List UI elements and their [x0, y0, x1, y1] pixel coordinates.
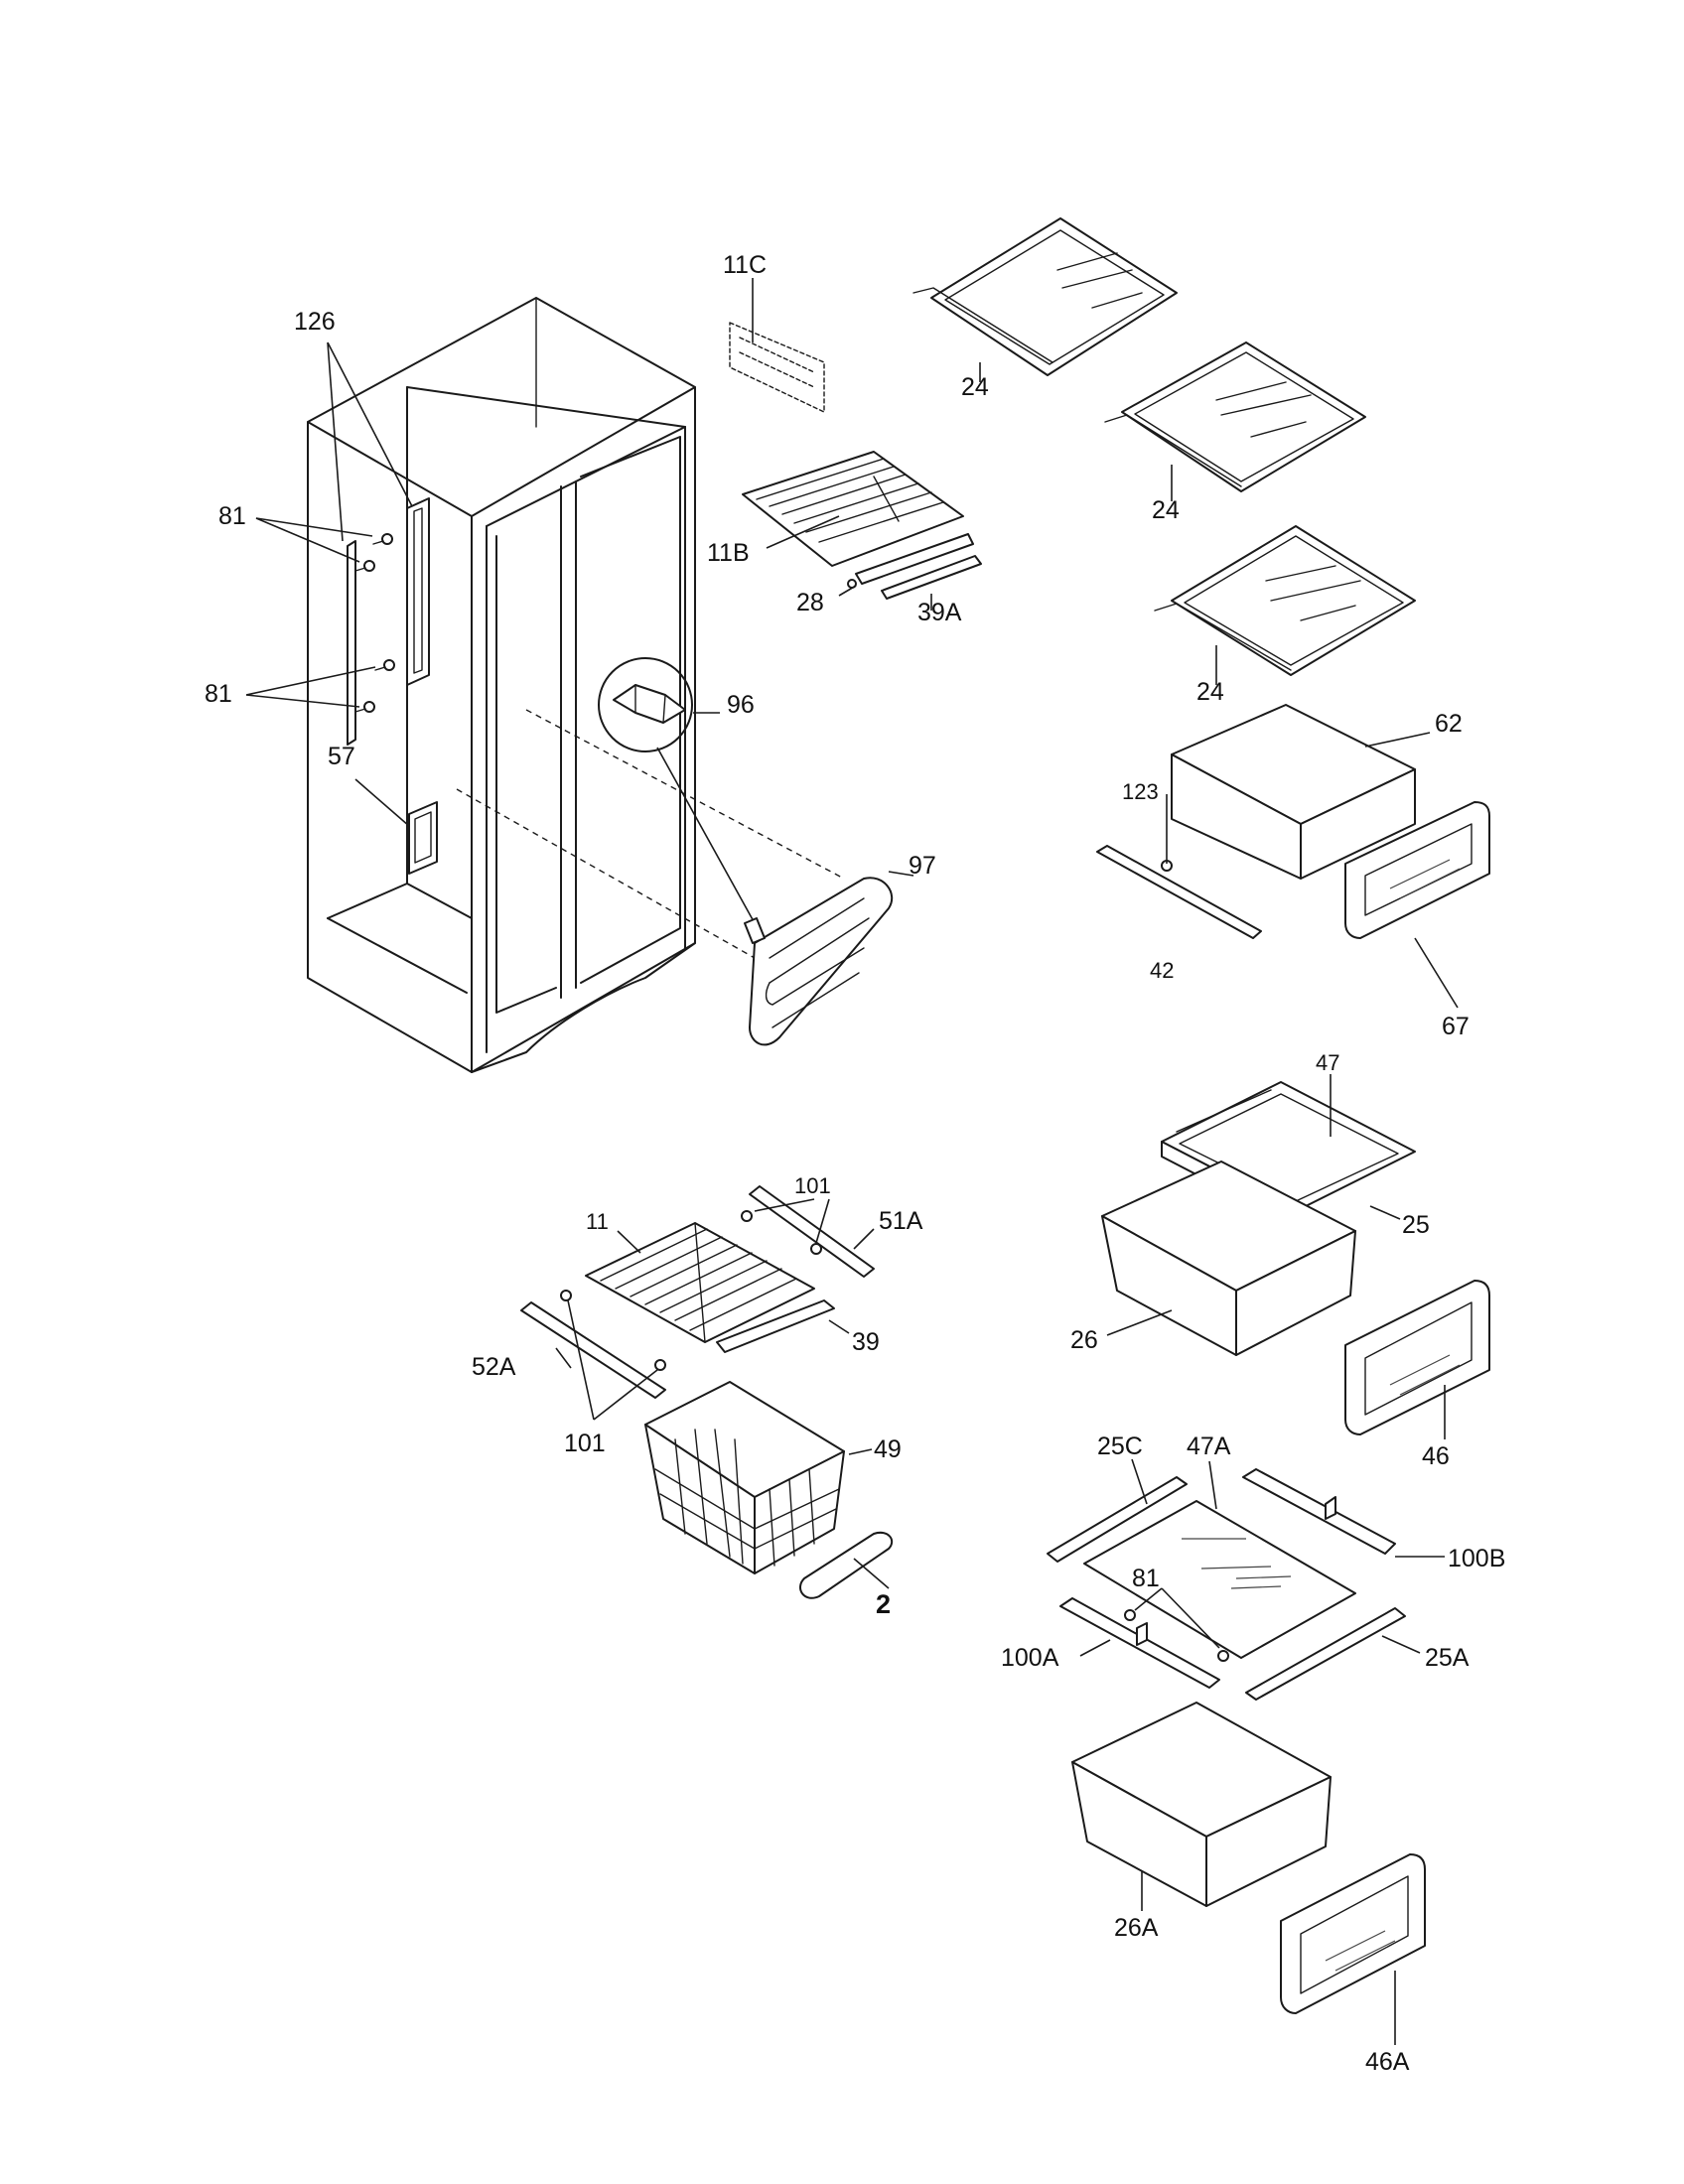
- part-52a-rail: [520, 1290, 666, 1421]
- label-11b: 11B: [707, 539, 750, 567]
- label-46a: 46A: [1365, 2048, 1410, 2076]
- part-11b-wire-shelf: [742, 451, 982, 611]
- label-25c: 25C: [1097, 1433, 1143, 1460]
- label-100b: 100B: [1448, 1545, 1505, 1572]
- label-52a: 52A: [472, 1353, 516, 1381]
- label-126: 126: [294, 308, 336, 336]
- label-39a: 39A: [917, 599, 962, 626]
- part-51a-rail: [741, 1185, 875, 1278]
- part-100a-rail: [1059, 1597, 1220, 1689]
- label-11: 11: [586, 1209, 609, 1234]
- part-24-shelf-3: [1154, 525, 1416, 685]
- part-100b-rail: [1242, 1468, 1445, 1558]
- part-46a-drawer-front: [1280, 1853, 1426, 2045]
- part-96-detail-circle: [598, 657, 756, 924]
- part-2-handle: [799, 1531, 894, 1599]
- label-39: 39: [852, 1328, 880, 1356]
- label-67: 67: [1442, 1013, 1470, 1040]
- part-11-wire-shelf: [585, 1222, 815, 1343]
- label-24: 24: [1196, 678, 1224, 706]
- part-25a-rail: [1245, 1607, 1421, 1701]
- part-24-shelf-2: [1104, 341, 1366, 501]
- label-26: 26: [1070, 1326, 1098, 1354]
- label-57: 57: [328, 743, 355, 770]
- label-101: 101: [564, 1430, 606, 1457]
- part-39-rail: [716, 1299, 850, 1353]
- part-11c-bracket: [729, 278, 825, 413]
- label-62: 62: [1435, 710, 1463, 738]
- label-97: 97: [909, 852, 936, 880]
- part-24-shelf-1: [912, 217, 1178, 382]
- label-81: 81: [1132, 1565, 1160, 1592]
- label-24: 24: [961, 373, 989, 401]
- part-49-wire-basket: [644, 1381, 873, 1574]
- part-67-drawer-front: [1344, 801, 1490, 1009]
- label-51a: 51A: [879, 1207, 923, 1235]
- part-25c-rail: [1047, 1458, 1188, 1563]
- label-49: 49: [874, 1435, 902, 1463]
- label-42: 42: [1150, 958, 1174, 983]
- label-100a: 100A: [1001, 1644, 1059, 1672]
- part-26a-drawer: [1071, 1702, 1332, 1911]
- label-47: 47: [1316, 1050, 1339, 1075]
- dispenser-part-57: [408, 801, 438, 875]
- label-28: 28: [796, 589, 824, 616]
- label-24: 24: [1152, 496, 1180, 524]
- label-46: 46: [1422, 1442, 1450, 1470]
- part-46-drawer-front: [1344, 1280, 1490, 1439]
- fresh-food-handle: [406, 497, 430, 686]
- label-2: 2: [876, 1589, 891, 1619]
- label-81: 81: [218, 502, 246, 530]
- part-47a-glass-cover: [1083, 1460, 1356, 1659]
- part-42-rail: [1096, 794, 1262, 939]
- part-62-drawer: [1171, 704, 1431, 880]
- freezer-handle: [347, 540, 356, 746]
- label-25a: 25A: [1425, 1644, 1470, 1672]
- handle-screws: [354, 533, 395, 713]
- part-26-drawer: [1101, 1160, 1356, 1356]
- label-26a: 26A: [1114, 1914, 1159, 1942]
- part-81-screws: [1124, 1587, 1229, 1662]
- label-101: 101: [794, 1173, 831, 1198]
- label-123: 123: [1122, 779, 1159, 804]
- label-11c: 11C: [723, 251, 767, 279]
- label-96: 96: [727, 691, 755, 719]
- part-97: [744, 877, 894, 1046]
- label-81: 81: [205, 680, 232, 708]
- label-25: 25: [1402, 1211, 1430, 1239]
- label-47a: 47A: [1187, 1433, 1231, 1460]
